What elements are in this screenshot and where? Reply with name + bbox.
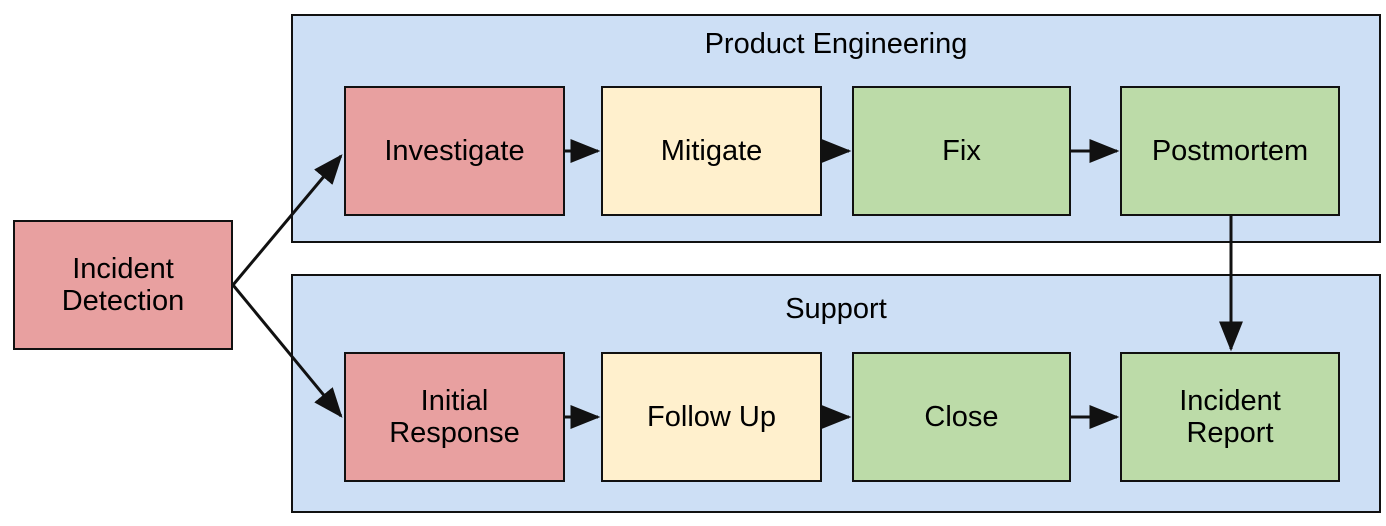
- node-mitigate[interactable]: Mitigate: [601, 86, 822, 216]
- node-postmortem[interactable]: Postmortem: [1120, 86, 1340, 216]
- node-incident-report[interactable]: Incident Report: [1120, 352, 1340, 482]
- node-close-label: Close: [924, 400, 999, 433]
- node-initial-response-label: Initial Response: [389, 384, 520, 449]
- node-incident-report-label: Incident Report: [1179, 384, 1281, 449]
- node-incident-detection-label: Incident Detection: [61, 252, 185, 317]
- node-mitigate-label: Mitigate: [660, 134, 763, 167]
- node-initial-response[interactable]: Initial Response: [344, 352, 565, 482]
- group-product-engineering-title: Product Engineering: [704, 28, 968, 60]
- node-investigate-label: Investigate: [384, 134, 525, 167]
- node-close[interactable]: Close: [852, 352, 1071, 482]
- node-follow-up[interactable]: Follow Up: [601, 352, 822, 482]
- node-investigate[interactable]: Investigate: [344, 86, 565, 216]
- node-fix[interactable]: Fix: [852, 86, 1071, 216]
- node-postmortem-label: Postmortem: [1151, 134, 1309, 167]
- node-fix-label: Fix: [942, 134, 981, 167]
- group-support-title: Support: [785, 293, 887, 325]
- node-incident-detection[interactable]: Incident Detection: [13, 220, 233, 350]
- node-follow-up-label: Follow Up: [647, 400, 776, 433]
